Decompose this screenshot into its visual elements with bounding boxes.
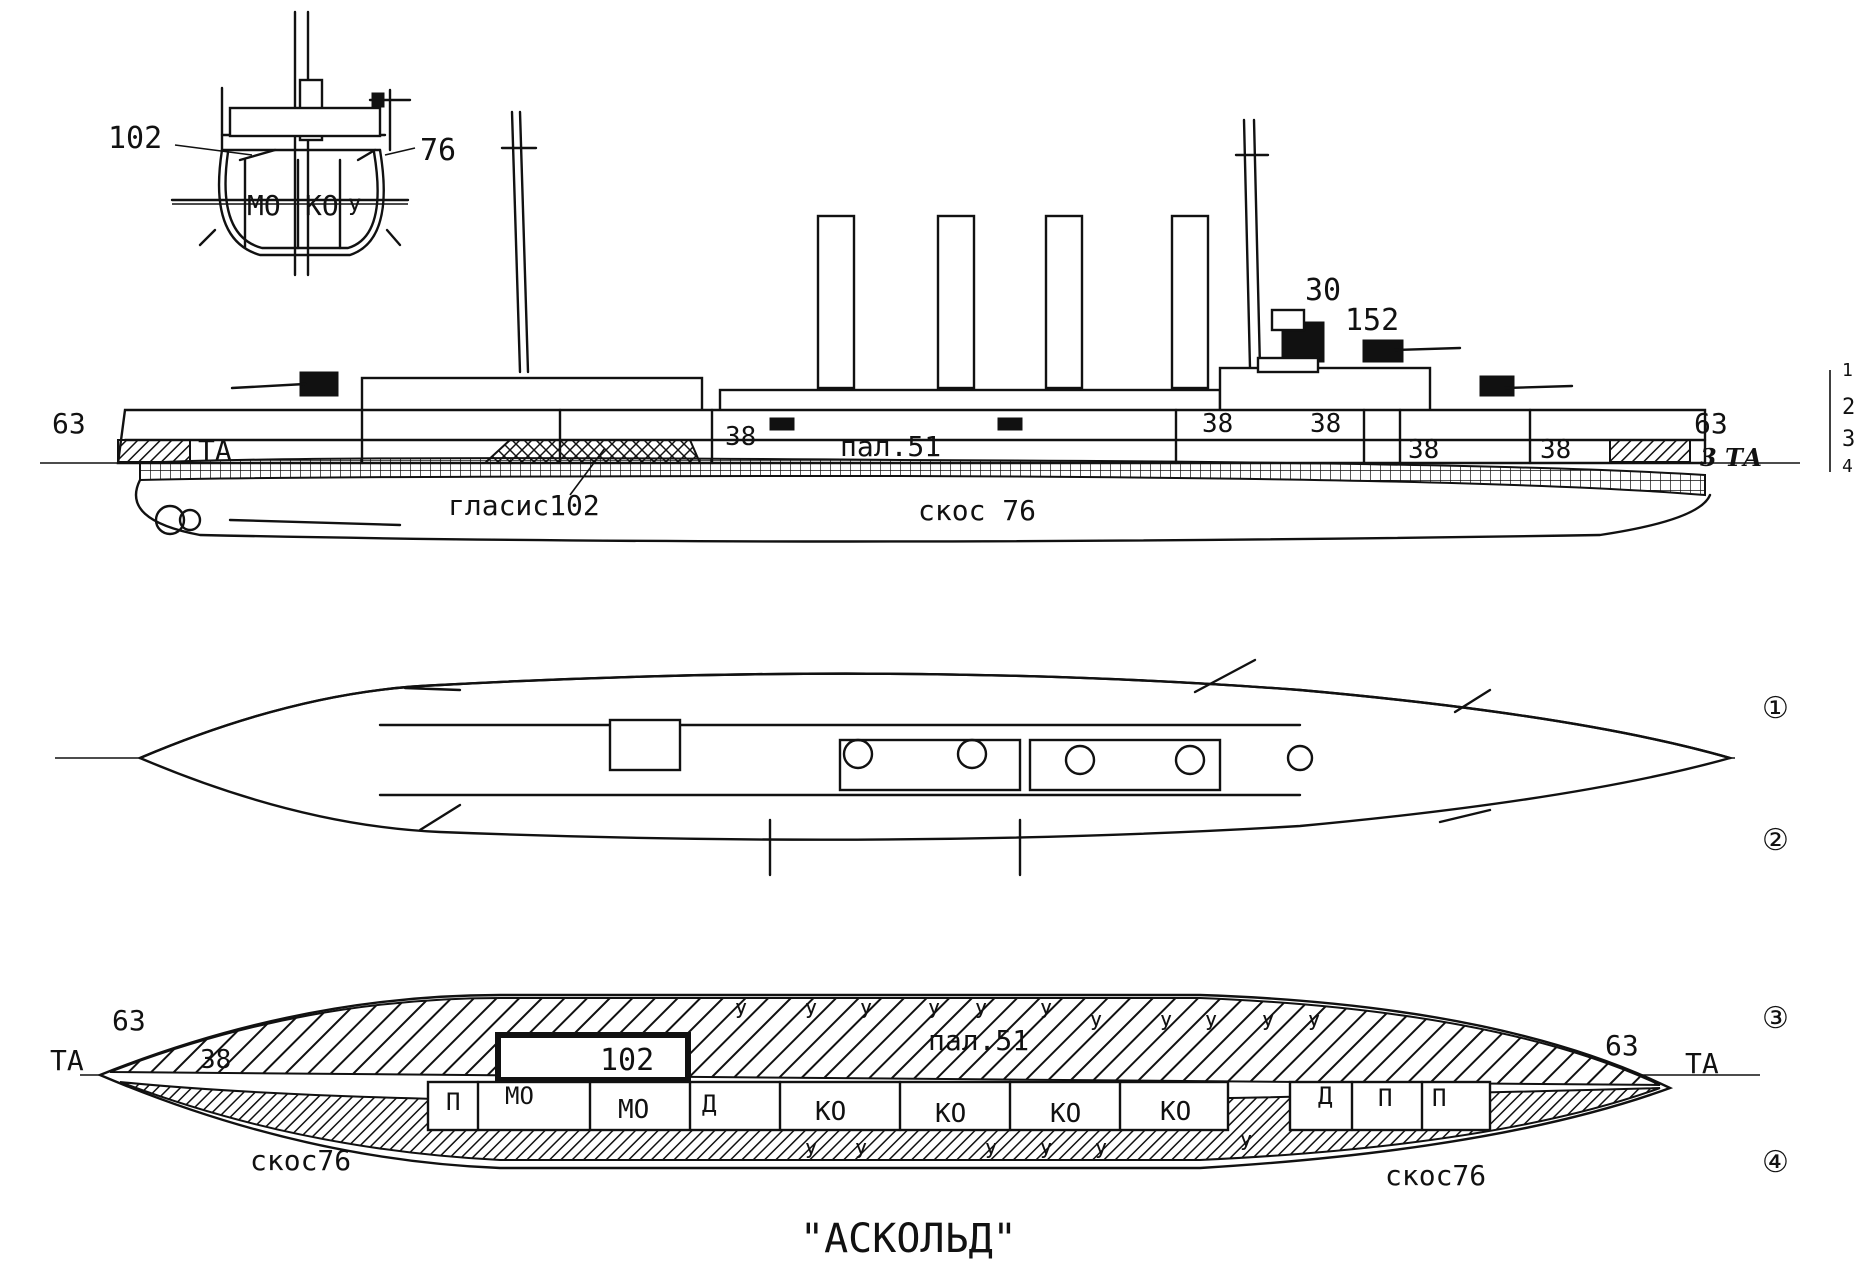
- profile-gun152-label: 152: [1345, 303, 1399, 338]
- compartment-label: П: [1378, 1084, 1392, 1112]
- compartment-label: МО: [618, 1095, 649, 1125]
- coal-bunker-marks: У У У У У У У У У У У У У У У У У: [735, 999, 1320, 1163]
- plan-marker-1: ①: [1762, 691, 1789, 726]
- side-profile-view: 63 ТА 63 3 ТА 30 152 38 38 38 38 38 пал.…: [40, 110, 1855, 543]
- profile-deck51-label: пал.51: [840, 430, 941, 463]
- level-mark-1: 1: [1842, 360, 1853, 381]
- compartment-label: П: [446, 1088, 460, 1116]
- section-mo-label: МО: [247, 189, 281, 222]
- coal-mark: У: [1205, 1011, 1217, 1035]
- compartment-label: Д: [1318, 1082, 1333, 1110]
- coal-mark: У: [1095, 1139, 1107, 1163]
- profile-belt38-label-5: 38: [1540, 435, 1571, 465]
- plan-view: ① ②: [55, 658, 1789, 877]
- coal-mark: У: [1160, 1011, 1172, 1035]
- cross-section-view: 102 76 МО КО У: [108, 10, 456, 277]
- compartment-label: МО: [505, 1082, 534, 1110]
- compartment-label: КО: [1160, 1097, 1191, 1127]
- profile-belt38-label-2: 38: [1202, 409, 1233, 439]
- level-mark-3: 3: [1842, 427, 1855, 452]
- compartment-label: КО: [1050, 1099, 1081, 1129]
- armor-slope-left-label: скос76: [250, 1144, 351, 1177]
- armor-belt-left-label: 63: [112, 1004, 146, 1037]
- profile-belt-stern-label: 63: [1694, 407, 1728, 440]
- profile-belt-bow-label: 63: [52, 407, 86, 440]
- coal-mark: У: [1040, 1139, 1052, 1163]
- profile-ta-bow-label: ТА: [198, 434, 232, 467]
- profile-cabin30-label: 30: [1305, 273, 1341, 308]
- coal-mark: У: [1262, 1011, 1274, 1035]
- profile-glacis-label: гласис102: [448, 489, 600, 522]
- coal-mark: У: [1240, 1131, 1252, 1155]
- level-mark-2: 2: [1842, 395, 1855, 420]
- level-marks: 1 2 3 4: [1842, 360, 1855, 477]
- coal-mark: У: [928, 999, 940, 1023]
- coal-mark: У: [985, 1139, 997, 1163]
- armor-belt38-label: 38: [200, 1045, 231, 1075]
- armor-belt-right-label: 63: [1605, 1029, 1639, 1062]
- coal-mark: У: [975, 999, 987, 1023]
- compartment-labels: П МО МО Д КО КО КО КО Д П П: [446, 1082, 1446, 1129]
- section-gun76-label: 76: [420, 133, 456, 168]
- level-mark-4: 4: [1842, 456, 1853, 477]
- coal-mark: У: [805, 999, 817, 1023]
- armor-deck51-label: пал.51: [928, 1024, 1029, 1057]
- compartment-label: Д: [702, 1090, 717, 1118]
- section-gun102-label: 102: [108, 121, 162, 156]
- plan-marker-2: ②: [1762, 823, 1789, 858]
- coal-mark: У: [855, 1139, 867, 1163]
- coal-mark: У: [860, 999, 872, 1023]
- drawing-title: "АСКОЛЬД": [800, 1216, 1017, 1261]
- profile-ta-stern-label: 3 ТА: [1700, 443, 1762, 472]
- profile-belt38-label-4: 38: [1408, 435, 1439, 465]
- coal-mark: У: [1040, 999, 1052, 1023]
- armor-plan-view: ТА ТА 63 63 38 102 пал.51 скос76 скос76 …: [50, 993, 1789, 1192]
- profile-slope-label: скос 76: [918, 494, 1036, 527]
- armor-glacis102-label: 102: [600, 1043, 654, 1078]
- coal-mark: У: [1090, 1011, 1102, 1035]
- coal-mark: У: [1308, 1011, 1320, 1035]
- section-ko-label: КО: [305, 189, 339, 222]
- profile-belt38-label-1: 38: [725, 422, 756, 452]
- compartment-label: КО: [815, 1097, 846, 1127]
- compartment-label: КО: [935, 1099, 966, 1129]
- armor-ta-right-label: ТА: [1685, 1047, 1719, 1080]
- plan-marker-4: ④: [1762, 1145, 1789, 1180]
- coal-mark: У: [805, 1139, 817, 1163]
- compartment-label: П: [1432, 1084, 1446, 1112]
- section-u-label: У: [348, 196, 361, 221]
- profile-belt38-label-3: 38: [1310, 409, 1341, 439]
- armor-slope-right-label: скос76: [1385, 1159, 1486, 1192]
- plan-marker-3: ③: [1762, 1001, 1789, 1036]
- coal-mark: У: [735, 999, 747, 1023]
- armor-ta-left-label: ТА: [50, 1044, 84, 1077]
